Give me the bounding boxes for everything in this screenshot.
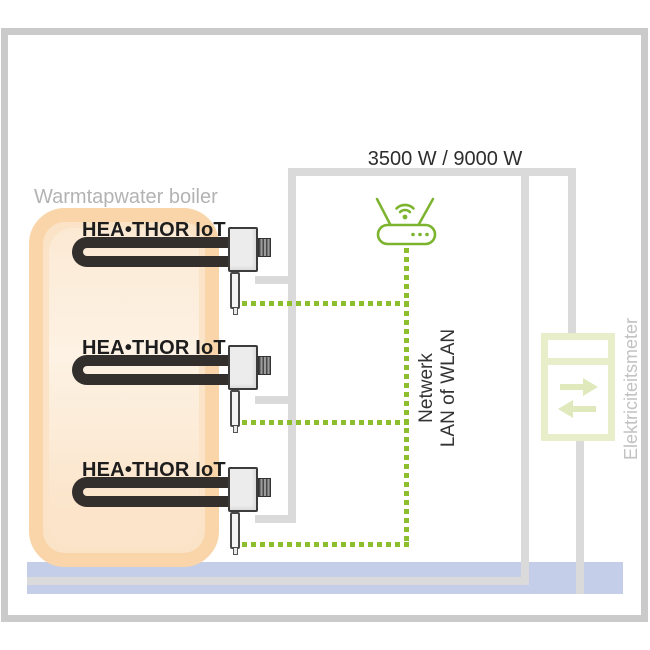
element-housing xyxy=(228,467,258,512)
network-link-trunk xyxy=(404,248,409,547)
wifi-wave-large xyxy=(395,203,415,210)
network-link-element-3 xyxy=(242,542,409,547)
router-led xyxy=(425,232,429,237)
heating-tube-icon xyxy=(72,477,243,507)
sensor-probe xyxy=(230,272,240,309)
heating-element-2: HEA•THOR IoT xyxy=(70,337,280,440)
wifi-wave-small xyxy=(398,208,412,214)
heating-element-label: HEA•THOR IoT xyxy=(82,337,226,359)
power-rating-label: 3500 W / 9000 W xyxy=(367,148,523,170)
boiler-title: Warmtapwater boiler xyxy=(34,186,218,208)
sensor-probe-tip xyxy=(233,426,238,433)
energy-flow-arrows-icon xyxy=(558,378,598,418)
sensor-probe-tip xyxy=(233,548,238,555)
power-wire-trunk xyxy=(288,168,296,523)
network-label: Netwerk LAN of WLAN xyxy=(416,313,460,463)
network-label-line2: LAN of WLAN xyxy=(438,328,459,448)
network-link-element-1 xyxy=(242,301,409,306)
electricity-meter-icon xyxy=(541,333,615,441)
router-antenna-right xyxy=(417,197,435,226)
meter-display-divider xyxy=(548,358,608,365)
router-led xyxy=(418,232,422,237)
boiler-body xyxy=(29,208,219,567)
heating-element-label: HEA•THOR IoT xyxy=(82,219,226,241)
power-wire-floor-run xyxy=(27,577,529,585)
meter-wire-bottom xyxy=(576,440,584,594)
wifi-router-icon xyxy=(375,197,437,246)
element-housing xyxy=(228,345,258,390)
network-link-element-2 xyxy=(242,420,409,425)
arrow-right-head xyxy=(583,378,598,396)
power-wire-element-1 xyxy=(255,276,296,284)
sensor-probe-tip xyxy=(233,308,238,315)
heating-tube-icon xyxy=(72,355,243,385)
router-led xyxy=(411,232,415,237)
router-antenna-left xyxy=(375,197,392,226)
power-wire-element-2 xyxy=(255,396,296,404)
wifi-dot xyxy=(402,214,408,220)
element-thread xyxy=(258,238,271,257)
element-thread xyxy=(258,356,271,375)
power-wire-element-3 xyxy=(255,515,296,523)
sensor-probe xyxy=(230,512,240,549)
power-wire-top xyxy=(288,168,576,176)
heating-tube-icon xyxy=(72,237,243,267)
network-label-line1: Netwerk xyxy=(416,353,437,423)
meter-wire-top xyxy=(568,168,576,333)
element-housing xyxy=(228,227,258,272)
element-thread xyxy=(258,478,271,497)
arrow-left-head xyxy=(558,400,573,418)
sensor-probe xyxy=(230,390,240,427)
electricity-meter-label: Elektriciteitsmeter xyxy=(621,317,641,461)
heating-element-1: HEA•THOR IoT xyxy=(70,219,280,322)
heating-element-3: HEA•THOR IoT xyxy=(70,459,280,562)
router-body xyxy=(376,223,437,246)
power-wire-left-drop xyxy=(521,168,529,585)
heating-element-label: HEA•THOR IoT xyxy=(82,459,226,481)
